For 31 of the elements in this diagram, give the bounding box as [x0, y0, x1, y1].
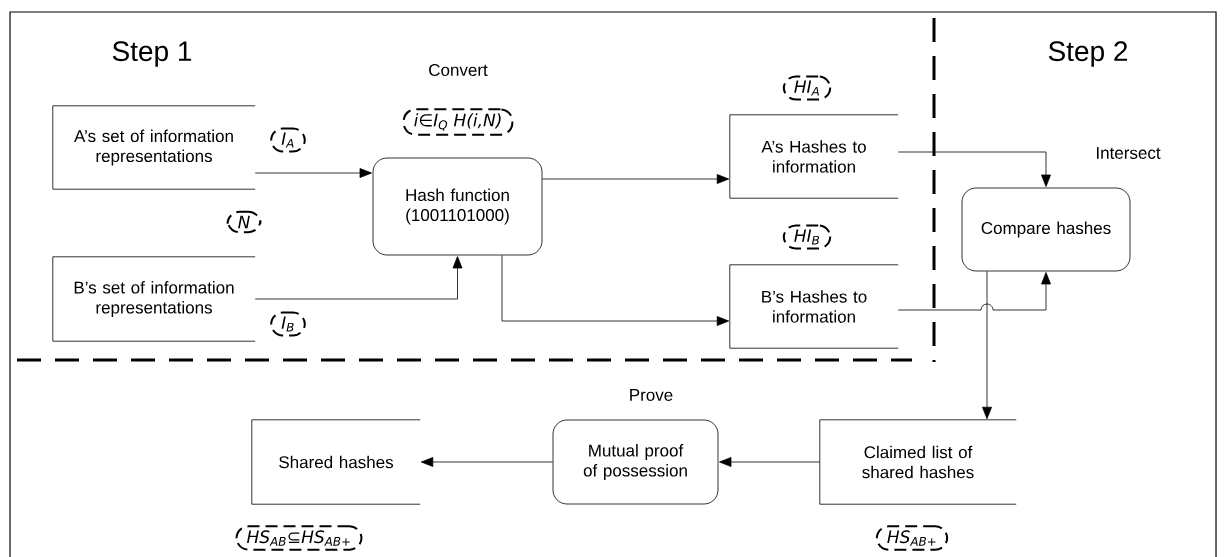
- arrow: [897, 272, 1051, 311]
- process-box: Mutual proof of possession: [552, 419, 719, 505]
- variable-label: HI$_{B}$: [782, 224, 832, 250]
- data-store-box: Claimed list of shared hashes: [819, 419, 1017, 505]
- variable-label: HI$_{A}$: [782, 75, 832, 101]
- step-label: Step 1: [112, 41, 192, 67]
- variable-label: N: [226, 210, 262, 234]
- arrow: [420, 457, 553, 467]
- data-store-box: A’s set of information representations: [52, 105, 256, 190]
- arrow: [542, 174, 730, 184]
- variable-label: I$_{A}$: [270, 127, 306, 153]
- data-store-box: B’s Hashes to information: [729, 264, 899, 349]
- data-store-box: A’s Hashes to information: [729, 114, 899, 199]
- step-label: Step 2: [1048, 41, 1128, 67]
- process-box: Hash function (1001101000): [372, 157, 543, 256]
- step-name: Prove: [630, 389, 673, 401]
- data-store-box: Shared hashes: [251, 419, 421, 505]
- variable-label: i∈I$_{Q}$ H(i,N): [402, 108, 514, 136]
- step-name: Intersect: [1097, 147, 1161, 159]
- arrow: [254, 256, 463, 300]
- data-store-box: B’s set of information representations: [52, 256, 256, 342]
- arrow: [897, 151, 1051, 187]
- step-name: Convert: [429, 64, 488, 77]
- arrow: [254, 168, 372, 178]
- arrow: [501, 255, 730, 326]
- variable-label: HS$_{AB}$⊆HS$_{AB+}$: [235, 525, 363, 551]
- variable-label: HS$_{AB+}$: [875, 525, 949, 551]
- variable-label: I$_{B}$: [270, 311, 306, 337]
- arrow: [719, 457, 821, 467]
- process-box: Compare hashes: [961, 187, 1131, 272]
- arrow: [982, 271, 992, 420]
